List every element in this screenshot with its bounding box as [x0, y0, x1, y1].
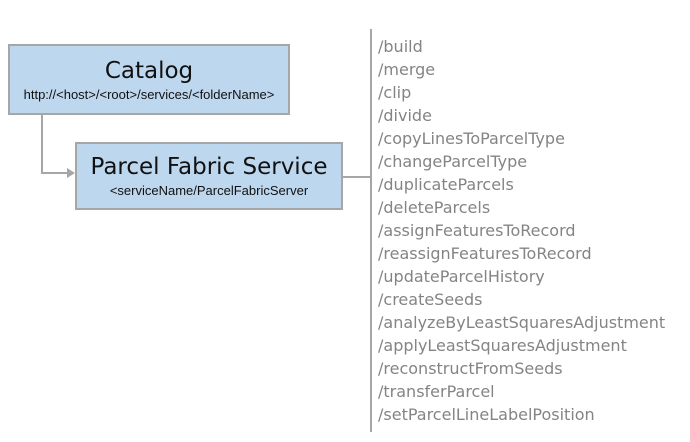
endpoint-item: /applyLeastSquaresAdjustment — [378, 336, 627, 355]
endpoint-item: /deleteParcels — [378, 198, 491, 217]
connector-service-to-operations — [343, 176, 371, 178]
endpoint-item: /transferParcel — [378, 382, 495, 401]
parcel-fabric-service-node: Parcel Fabric Service <serviceName/Parce… — [75, 142, 343, 210]
endpoint-item: /analyzeByLeastSquaresAdjustment — [378, 313, 666, 332]
endpoint-item: /clip — [378, 83, 412, 102]
operations-list: /build/merge/clip/divide/copyLinesToParc… — [378, 35, 688, 426]
endpoint-item: /duplicateParcels — [378, 175, 514, 194]
endpoint-item: /merge — [378, 60, 436, 79]
endpoint-item: /updateParcelHistory — [378, 267, 545, 286]
catalog-url-pattern: http://<host>/<root>/services/<folderNam… — [23, 86, 275, 102]
catalog-title: Catalog — [104, 57, 194, 84]
operations-divider-line — [370, 29, 372, 432]
endpoint-item: /copyLinesToParcelType — [378, 129, 565, 148]
catalog-node: Catalog http://<host>/<root>/services/<f… — [8, 44, 290, 115]
connector-catalog-horizontal-segment — [41, 172, 68, 174]
parcel-fabric-service-url-pattern: <serviceName/ParcelFabricServer — [109, 183, 309, 198]
arrowhead-icon — [67, 168, 75, 178]
endpoint-item: /assignFeaturesToRecord — [378, 221, 576, 240]
endpoint-item: /divide — [378, 106, 432, 125]
connector-catalog-vertical-segment — [41, 115, 43, 174]
endpoint-item: /reconstructFromSeeds — [378, 359, 563, 378]
endpoint-item: /build — [378, 37, 423, 56]
endpoint-item: /changeParcelType — [378, 152, 528, 171]
parcel-fabric-service-title: Parcel Fabric Service — [90, 154, 328, 180]
endpoint-item: /createSeeds — [378, 290, 483, 309]
endpoint-item: /reassignFeaturesToRecord — [378, 244, 592, 263]
endpoint-item: /setParcelLineLabelPosition — [378, 405, 595, 424]
